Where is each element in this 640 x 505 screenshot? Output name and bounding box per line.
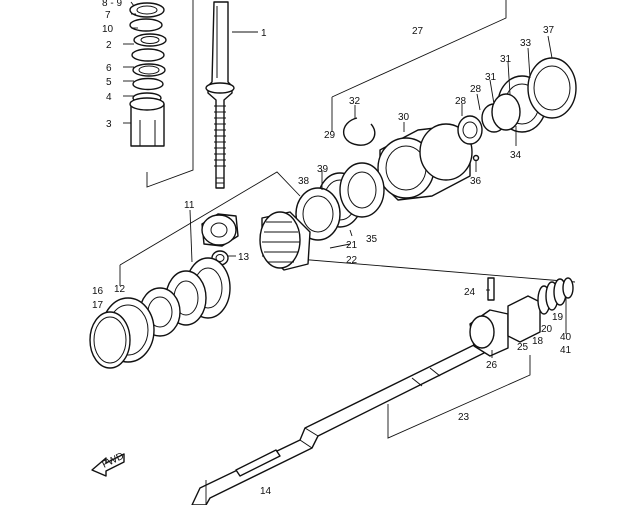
callout-29: 29	[324, 130, 336, 141]
callout-31b: 31	[485, 72, 497, 83]
callout-16: 16	[92, 286, 104, 297]
callout-23: 23	[458, 412, 470, 423]
callout-35: 35	[366, 234, 378, 245]
callout-28b: 28	[455, 96, 467, 107]
drive-shaft	[205, 1, 235, 189]
callout-26: 26	[486, 360, 498, 371]
callout-37: 37	[543, 25, 555, 36]
group-bracket-27	[331, 0, 507, 132]
ring-31	[491, 93, 521, 131]
group-bracket-23	[387, 355, 531, 439]
callout-11: 11	[184, 200, 195, 211]
callout-labels: 1 8 - 9 7 10 2 6 5 4 3 27 37 33 31 31 28…	[92, 0, 572, 497]
shim-16	[89, 311, 131, 369]
pinion-gear-11	[201, 213, 239, 247]
callout-19: 19	[552, 312, 564, 323]
callout-12: 12	[114, 284, 126, 295]
bevel-gear-22	[259, 211, 311, 271]
ring-38	[295, 187, 341, 241]
callout-40: 40	[560, 332, 572, 343]
callout-4: 4	[106, 92, 112, 103]
callout-3: 3	[106, 119, 112, 130]
group-bracket-lower-left	[119, 171, 301, 286]
leader-lines	[123, 1, 567, 505]
clutch-ring-32	[342, 117, 376, 146]
retainer-40-41	[562, 277, 574, 299]
callout-20: 20	[541, 324, 553, 335]
center-axis-line	[261, 243, 576, 283]
callout-33: 33	[520, 38, 532, 49]
pin-14	[235, 449, 281, 477]
pin-36	[472, 154, 480, 162]
callout-28a: 28	[470, 84, 482, 95]
callout-24: 24	[464, 287, 476, 298]
callout-1: 1	[261, 28, 267, 39]
callout-36: 36	[470, 176, 482, 187]
callout-21: 21	[346, 240, 358, 251]
callout-10: 10	[102, 24, 114, 35]
callout-38: 38	[298, 176, 310, 187]
shaft-splines	[214, 105, 226, 167]
forward-arrow-icon: FWD	[91, 451, 126, 477]
pin-24	[487, 277, 495, 301]
callout-25: 25	[517, 342, 529, 353]
callout-17: 17	[92, 300, 104, 311]
propeller-shaft-23	[191, 343, 487, 505]
callout-39: 39	[317, 164, 329, 175]
callout-22: 22	[346, 255, 358, 266]
callout-32: 32	[349, 96, 361, 107]
spring-19-20	[537, 278, 567, 315]
callout-7: 7	[105, 10, 111, 21]
shaft-parts-stack	[129, 2, 167, 147]
callout-14: 14	[260, 486, 272, 497]
callout-31a: 31	[500, 54, 512, 65]
callout-18: 18	[532, 336, 544, 347]
clutch-25	[507, 295, 541, 343]
callout-2: 2	[106, 40, 112, 51]
callout-13: 13	[238, 252, 250, 263]
group-bracket-left	[146, 0, 194, 188]
gear-assembly-30	[377, 123, 473, 201]
callout-5: 5	[106, 77, 112, 88]
slider-26	[469, 309, 509, 357]
callout-41: 41	[560, 345, 572, 356]
callout-8-9: 8 - 9	[102, 0, 122, 9]
callout-34: 34	[510, 150, 522, 161]
callout-30: 30	[398, 112, 410, 123]
callout-27: 27	[412, 26, 424, 37]
callout-6: 6	[106, 63, 112, 74]
